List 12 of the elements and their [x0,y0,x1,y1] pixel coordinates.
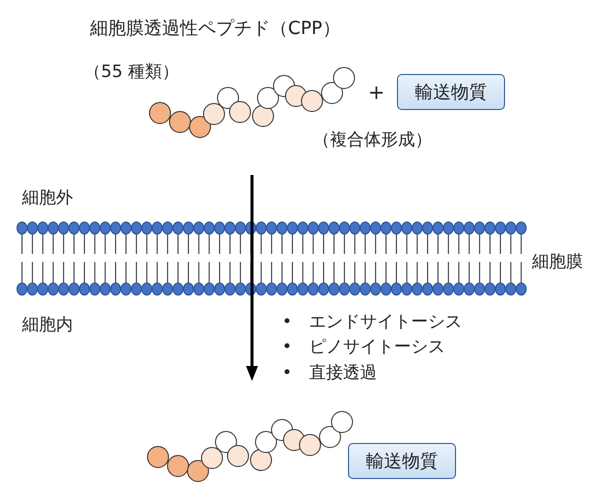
region-label: 細胞内 [22,314,73,336]
list-item: • 直接透過 [282,362,378,384]
annotation-text: （55 種類） [84,61,180,83]
region-label: 細胞膜 [532,251,583,273]
region-label: 細胞外 [22,187,73,209]
annotation-text: （複合体形成） [313,129,432,151]
title: 細胞膜透過性ペプチド（CPP） [90,17,340,40]
list-item: • エンドサイトーシス [282,311,462,333]
cargo-label: 輸送物質 [348,443,456,479]
plus-sign: + [368,80,385,104]
list-item: • ピノサイトーシス [282,336,446,358]
cargo-label: 輸送物質 [397,74,505,110]
